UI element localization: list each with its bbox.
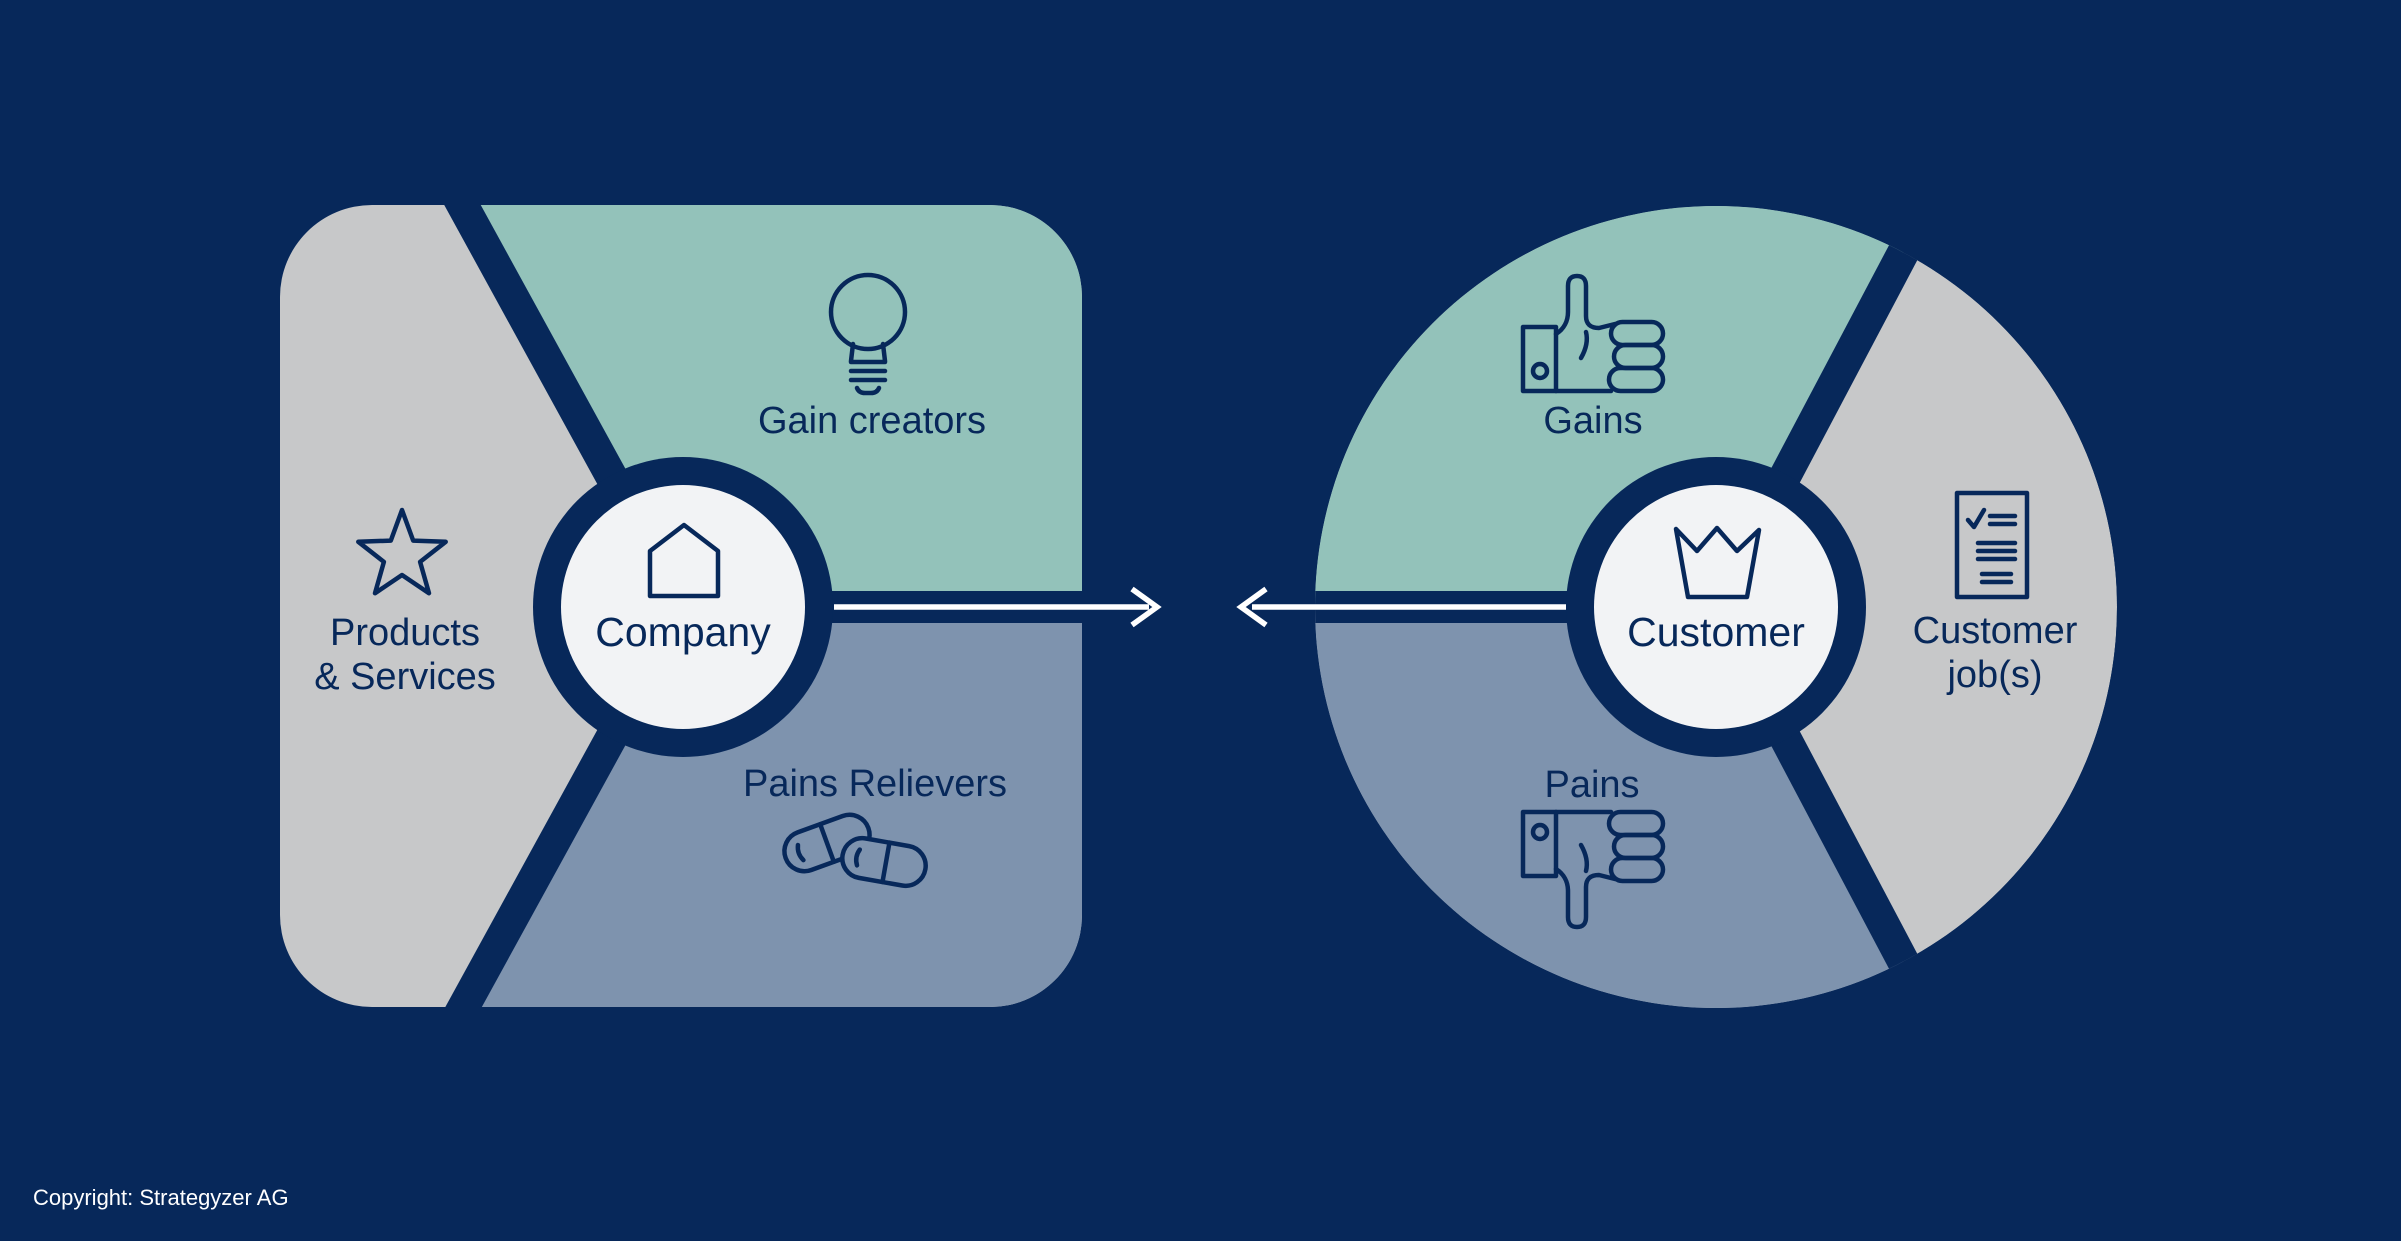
- checklist-icon: [1954, 490, 2030, 600]
- pills-icon: [782, 812, 928, 889]
- arrow-chevron-right-icon: [1130, 586, 1162, 628]
- copyright-text: Copyright: Strategyzer AG: [33, 1185, 289, 1210]
- customer-jobs-label-line1: Customer: [1913, 610, 2078, 652]
- pain-relievers-section: [457, 607, 1082, 1007]
- star-icon: [356, 507, 448, 596]
- pain-relievers-label: Pains Relievers: [743, 763, 1007, 805]
- fit-arrows: [834, 586, 1566, 628]
- gain-creators-section: [457, 205, 1082, 607]
- company-label: Company: [595, 609, 771, 655]
- lightbulb-icon: [828, 272, 908, 396]
- gains-section: [1315, 206, 2090, 607]
- pains-label: Pains: [1544, 764, 1639, 806]
- products-services-label-line1: Products: [330, 612, 480, 654]
- pains-section: [1315, 607, 2090, 1008]
- gain-creators-label: Gain creators: [758, 400, 986, 442]
- products-services-label-line2: & Services: [314, 656, 496, 698]
- crown-icon: [1673, 525, 1762, 600]
- customer-profile-circle: Gains Pains Customer job(s) Customer: [1315, 206, 2117, 1008]
- gains-label: Gains: [1543, 400, 1642, 442]
- house-icon: [647, 522, 721, 599]
- arrow-chevron-left-icon: [1236, 586, 1268, 628]
- customer-circle: [1594, 485, 1838, 729]
- company-circle: [561, 485, 805, 729]
- customer-jobs-label-line2: job(s): [1946, 654, 2042, 696]
- customer-label: Customer: [1627, 609, 1805, 655]
